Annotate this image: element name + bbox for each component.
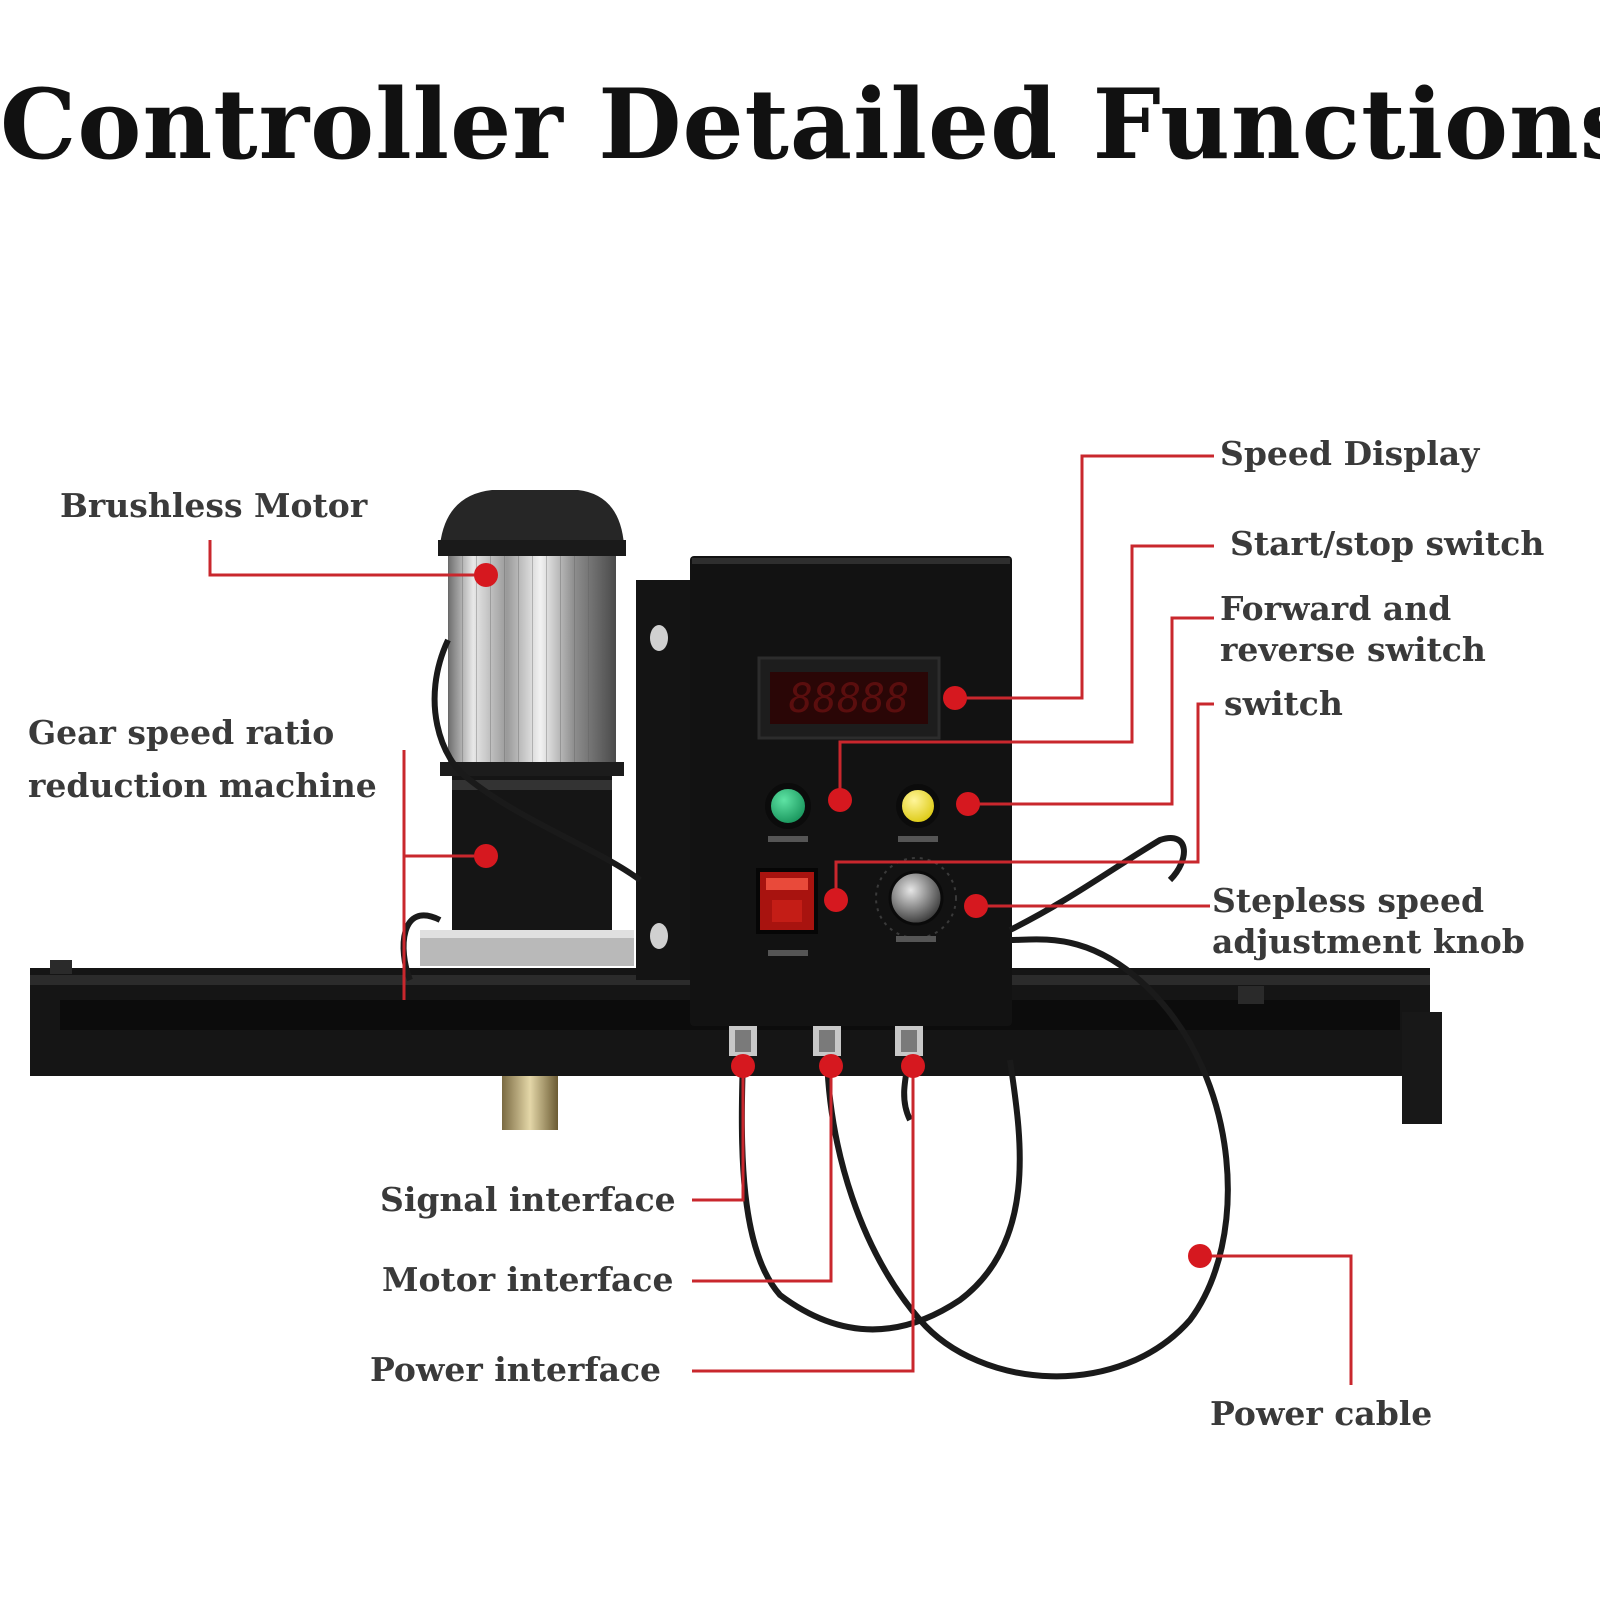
label-stepless-line1: Stepless speed xyxy=(1212,881,1485,920)
speed-adjustment-knob[interactable] xyxy=(888,870,944,926)
power-connector xyxy=(895,1026,923,1056)
callout-dot-power-cable xyxy=(1188,1244,1212,1268)
label-gear-line2: reduction machine xyxy=(28,766,377,805)
label-motor-interface: Motor interface xyxy=(382,1260,674,1299)
callout-dot-forward-reverse xyxy=(956,792,980,816)
label-stepless-knob: Stepless speed adjustment knob xyxy=(1212,880,1525,962)
signal-connector xyxy=(729,1026,757,1056)
label-switch: switch xyxy=(1224,684,1343,723)
callout-dot-signal-interface xyxy=(731,1054,755,1078)
callout-dot-stepless-knob xyxy=(964,894,988,918)
label-stepless-line2: adjustment knob xyxy=(1212,922,1525,961)
label-gear-reduction: Gear speed ratio reduction machine xyxy=(28,712,377,806)
brushless-motor-body xyxy=(420,490,634,966)
label-gear-line1: Gear speed ratio xyxy=(28,713,335,752)
label-forward-reverse: Forward and reverse switch xyxy=(1220,588,1486,670)
callout-dot-start-stop xyxy=(828,788,852,812)
page-title: Controller Detailed Functions xyxy=(0,68,1600,181)
callout-dots xyxy=(474,563,1212,1268)
callout-dot-power-interface xyxy=(901,1054,925,1078)
callout-dot-gear-reducer xyxy=(474,844,498,868)
label-start-stop-switch: Start/stop switch xyxy=(1230,524,1545,563)
callout-leaders xyxy=(208,454,1353,1385)
forward-reverse-button[interactable] xyxy=(896,784,940,828)
callout-dot-speed-display xyxy=(943,686,967,710)
bracket-hole-bottom xyxy=(650,923,668,949)
label-speed-display: Speed Display xyxy=(1220,434,1480,473)
label-brushless-motor: Brushless Motor xyxy=(60,486,368,525)
speed-display-readout: 88888 xyxy=(789,676,909,722)
callout-dot-motor-interface xyxy=(819,1054,843,1078)
callout-dot-switch xyxy=(824,888,848,912)
callout-dot-brushless-motor xyxy=(474,563,498,587)
start-stop-button[interactable] xyxy=(765,783,811,829)
label-forward-line1: Forward and xyxy=(1220,589,1452,628)
label-signal-interface: Signal interface xyxy=(380,1180,676,1219)
controller-box: 88888 xyxy=(690,556,1012,1056)
label-power-interface: Power interface xyxy=(370,1350,662,1389)
mounting-bracket xyxy=(636,580,698,980)
bracket-hole-top xyxy=(650,625,668,651)
label-power-cable: Power cable xyxy=(1210,1394,1433,1433)
motor-connector xyxy=(813,1026,841,1056)
label-forward-line2: reverse switch xyxy=(1220,630,1486,669)
